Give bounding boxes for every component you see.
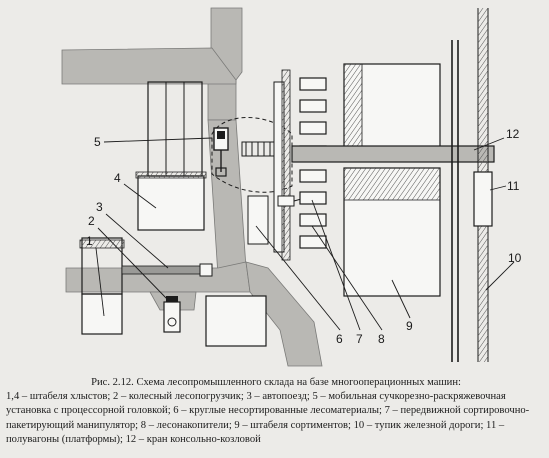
label-9: 9 bbox=[406, 319, 413, 333]
label-7: 7 bbox=[356, 332, 363, 346]
stack-bottom-center bbox=[205, 295, 267, 347]
road-top-horizontal bbox=[61, 47, 237, 85]
railway-wagons bbox=[473, 171, 493, 227]
stack-4-body bbox=[137, 175, 205, 231]
unsorted-logs bbox=[247, 81, 285, 253]
figure-caption: Рис. 2.12. Схема лесопромышленного склад… bbox=[6, 376, 546, 447]
label-2: 2 bbox=[88, 214, 95, 228]
label-6: 6 bbox=[336, 332, 343, 346]
stack-1 bbox=[79, 237, 125, 335]
processing-line bbox=[241, 141, 275, 157]
warehouse-scheme: 1 2 3 4 5 6 7 8 9 10 11 12 bbox=[61, 7, 522, 367]
leader-lines bbox=[95, 137, 515, 331]
label-12: 12 bbox=[506, 127, 520, 141]
stack-4 bbox=[135, 81, 207, 231]
wheeled-loader bbox=[163, 296, 181, 333]
label-1: 1 bbox=[86, 234, 93, 248]
log-accumulators bbox=[299, 77, 327, 249]
caption-title: Рис. 2.12. Схема лесопромышленного склад… bbox=[91, 377, 461, 388]
label-8: 8 bbox=[378, 332, 385, 346]
label-5: 5 bbox=[94, 135, 101, 149]
stack-4-logs bbox=[135, 171, 207, 179]
sortiment-stacks bbox=[343, 63, 441, 297]
caption-legend: 1,4 – штабеля хлыстов; 2 – колесный лесо… bbox=[6, 391, 530, 445]
log-truck bbox=[121, 263, 213, 277]
cantilever-gantry-crane bbox=[291, 40, 495, 362]
label-3: 3 bbox=[96, 200, 103, 214]
label-10: 10 bbox=[508, 251, 522, 265]
sorting-manipulator-track bbox=[277, 69, 314, 261]
processor-machine bbox=[213, 127, 229, 177]
stack-4-frame bbox=[147, 81, 203, 177]
label-11: 11 bbox=[507, 179, 520, 193]
label-4: 4 bbox=[114, 171, 121, 185]
